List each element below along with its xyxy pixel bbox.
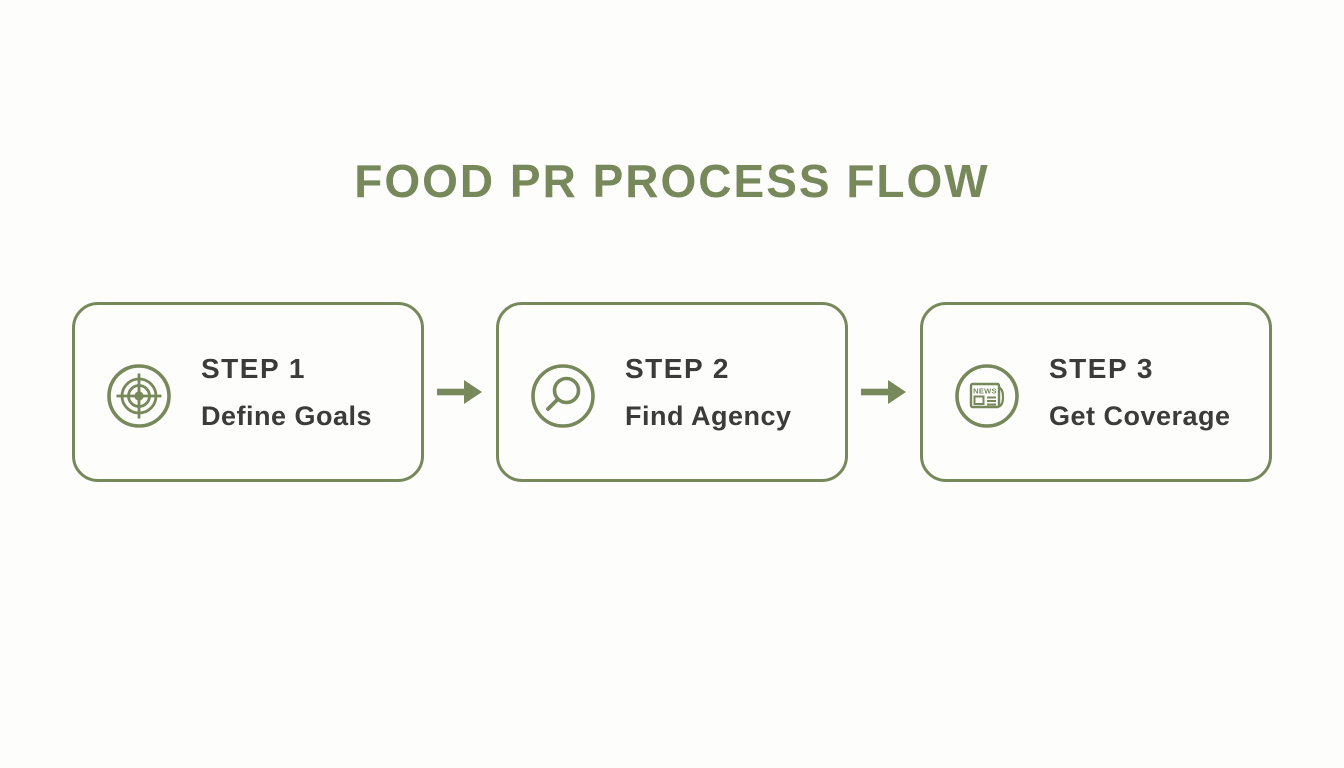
newspaper-icon: NEWS [953, 362, 1021, 430]
step-label: STEP 3 [1049, 352, 1154, 384]
step-name: Find Agency [625, 400, 792, 431]
step-text: STEP 3 Get Coverage [1049, 353, 1231, 432]
arrow-icon [424, 378, 496, 406]
step-card-get-coverage: NEWS STEP 3 Get Coverage [920, 302, 1272, 482]
step-card-define-goals: STEP 1 Define Goals [72, 302, 424, 482]
arrow-icon [848, 378, 920, 406]
magnifier-icon [529, 362, 597, 430]
step-text: STEP 1 Define Goals [201, 353, 372, 432]
target-icon [105, 362, 173, 430]
process-flow: STEP 1 Define Goals STEP 2 Find Agency [0, 302, 1344, 482]
step-name: Define Goals [201, 400, 373, 431]
step-card-find-agency: STEP 2 Find Agency [496, 302, 848, 482]
step-label: STEP 2 [625, 352, 730, 384]
step-text: STEP 2 Find Agency [625, 353, 792, 432]
page-title: FOOD PR PROCESS FLOW [354, 155, 990, 207]
step-label: STEP 1 [201, 352, 306, 384]
newspaper-headline-text: NEWS [973, 387, 997, 396]
step-name: Get Coverage [1049, 400, 1231, 431]
